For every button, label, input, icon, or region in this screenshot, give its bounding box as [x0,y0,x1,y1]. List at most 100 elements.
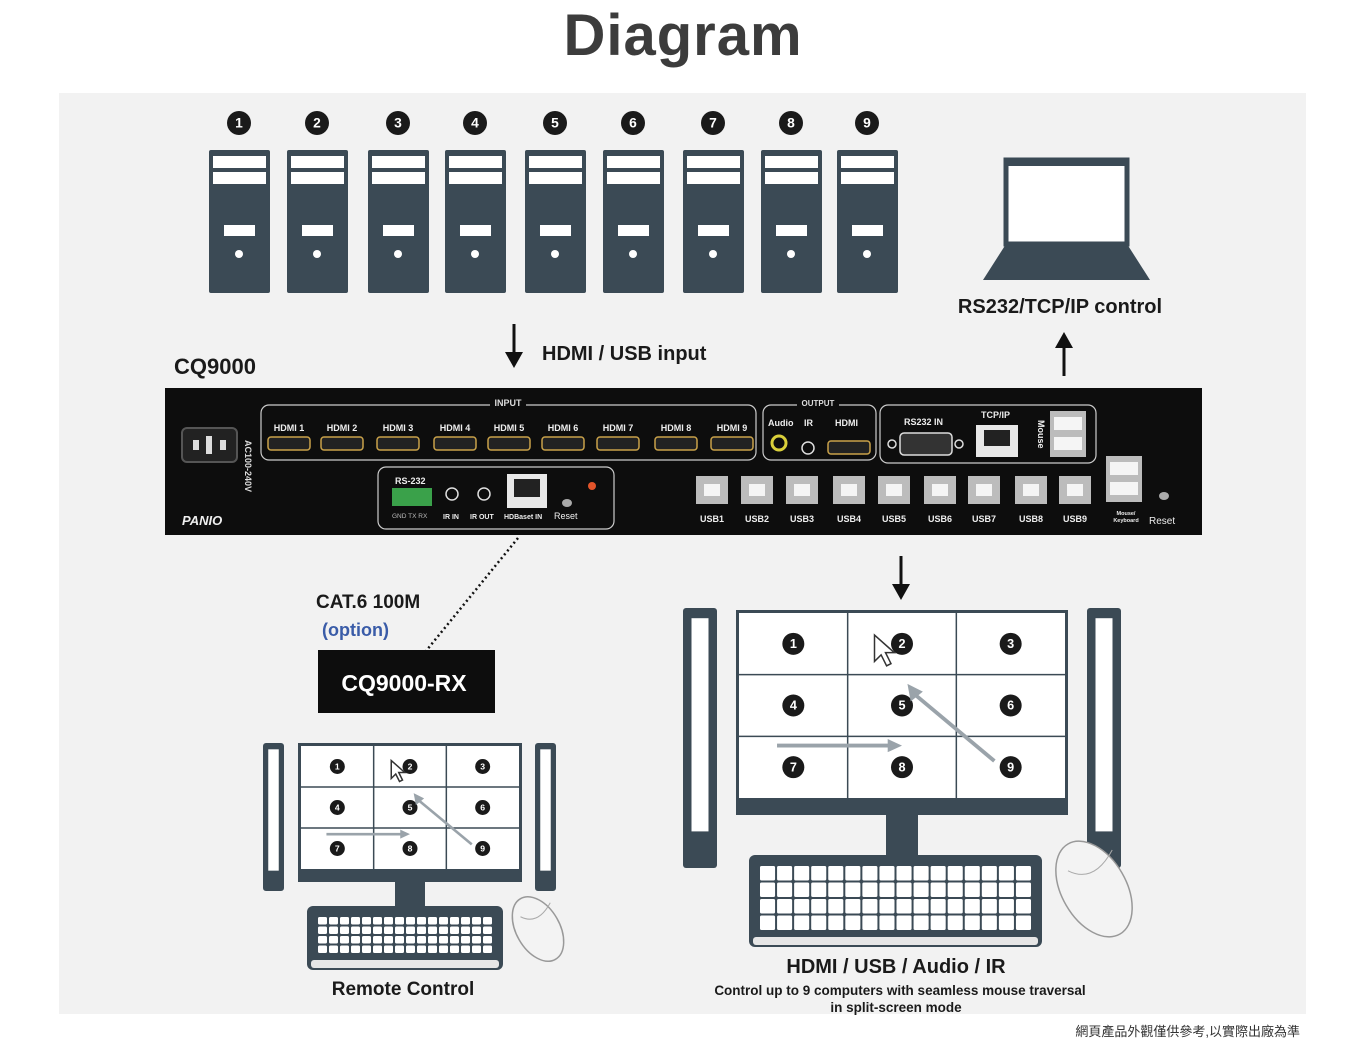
computer-number-3: 3 [386,111,410,135]
usb-port-label: USB6 [928,514,952,524]
grid-cell-3: 3 [999,632,1022,655]
computer-6: 6 [603,111,664,293]
computer-number-3-text: 3 [394,116,402,131]
computer-number-2: 2 [305,111,329,135]
reset2-label: Reset [1149,516,1175,527]
reset-button-icon [562,499,572,507]
computer-number-7: 7 [701,111,725,135]
grid-cell-5: 5 [891,694,913,717]
hdmi-input-port [267,436,311,451]
computer-number-4: 4 [463,111,487,135]
grid-cell-1-text: 1 [335,761,340,771]
device-name-label: CQ9000 [174,354,256,379]
reset-button-2-icon [1159,492,1169,500]
usb-port-label: USB7 [972,514,996,524]
led-icon [588,482,596,490]
option-label: (option) [322,620,389,640]
hdmi-input-port [541,436,585,451]
rs232-label: RS-232 [395,476,426,486]
hdmi-input-port [433,436,477,451]
hdmi-input-label: HDMI 4 [440,423,471,433]
computer-9: 9 [837,111,898,293]
cable-label: CAT.6 100M [316,592,420,613]
audio-jack-icon [770,434,788,452]
mouse-icon [1055,840,1133,938]
grid-cell-4-text: 4 [790,699,797,713]
grid-cell-7-text: 7 [790,760,797,774]
ir-jack-icon [801,441,815,455]
cat6-cable [425,537,519,652]
arrow-down-main-icon [892,556,910,600]
hdmi-input-port [376,436,420,451]
computer-number-6: 6 [621,111,645,135]
hdbaset-in-label: HDBaset IN [504,514,542,521]
computer-3: 3 [368,111,429,293]
grid-cell-9-text: 9 [480,843,485,853]
traverse-arrow-diagonal [417,798,473,846]
grid-cell-2-text: 2 [898,637,905,651]
main-caption: HDMI / USB / Audio / IR [786,956,1006,978]
usb-port-label: USB4 [837,514,861,524]
computer-number-8: 8 [779,111,803,135]
hdmi-input-label: HDMI 7 [603,423,634,433]
mouse-icon [511,896,565,962]
ir-in-jack-icon [445,487,459,501]
hdmi-input-label: HDMI 3 [383,423,414,433]
hdmi-out-label: HDMI [835,418,858,428]
reset-label: Reset [554,511,578,521]
grid-cell-2: 2 [891,632,913,655]
hdmi-input-port [596,436,640,451]
hdmi-input-label: HDMI 9 [717,423,748,433]
grid-cell-4: 4 [782,694,805,717]
grid-cell-1: 1 [329,759,345,774]
hdmi-out-port [827,440,871,455]
rs232-in-label: RS232 IN [904,417,943,427]
traverse-arrow-diagonal [912,692,996,763]
mouse-keyboard-label-1: Mouse/ [1117,511,1136,517]
grid-cell-2-text: 2 [408,761,413,771]
hdmi-input-port [320,436,364,451]
computer-number-5: 5 [543,111,567,135]
computer-number-7-text: 7 [709,116,717,131]
hdmi-input-label: HDMI 8 [661,423,692,433]
grid-cell-1: 1 [782,632,805,655]
grid-cell-5-text: 5 [898,699,905,713]
grid-cell-7-text: 7 [335,843,340,853]
main-desc-2: in split-screen mode [830,1000,962,1015]
computer-4: 4 [445,111,506,293]
ir-out-label: IR OUT [470,514,494,521]
page-title: Diagram [563,3,803,68]
computer-number-8-text: 8 [787,116,795,131]
computer-8: 8 [761,111,822,293]
mouse-port-label: Mouse [1036,420,1046,449]
hdmi-input-port [487,436,531,451]
hdmi-input-label: HDMI 1 [274,423,305,433]
computer-2: 2 [287,111,348,293]
grid-cell-8-text: 8 [408,843,413,853]
computer-number-2-text: 2 [313,116,321,131]
grid-cell-9: 9 [475,841,491,856]
grid-cell-8-text: 8 [898,760,905,774]
grid-cell-9: 9 [999,756,1022,779]
computer-number-6-text: 6 [629,116,637,131]
hdmi-input-label: HDMI 5 [494,423,525,433]
computer-1: 1 [209,111,270,293]
grid-cell-2: 2 [402,759,418,774]
laptop-icon [983,157,1150,280]
grid-cell-9-text: 9 [1007,760,1014,774]
input-group-label: INPUT [495,398,523,408]
main-desc-1: Control up to 9 computers with seamless … [714,983,1085,998]
grid-cell-4: 4 [329,800,345,815]
gnd-tx-rx-label: GND TX RX [392,513,428,520]
grid-cell-7: 7 [782,756,805,779]
ir-out-jack-icon [477,487,491,501]
grid-cell-5-text: 5 [408,802,413,812]
usb-port-label: USB3 [790,514,814,524]
tcpip-label: TCP/IP [981,410,1010,420]
grid-cell-3-text: 3 [480,761,485,771]
